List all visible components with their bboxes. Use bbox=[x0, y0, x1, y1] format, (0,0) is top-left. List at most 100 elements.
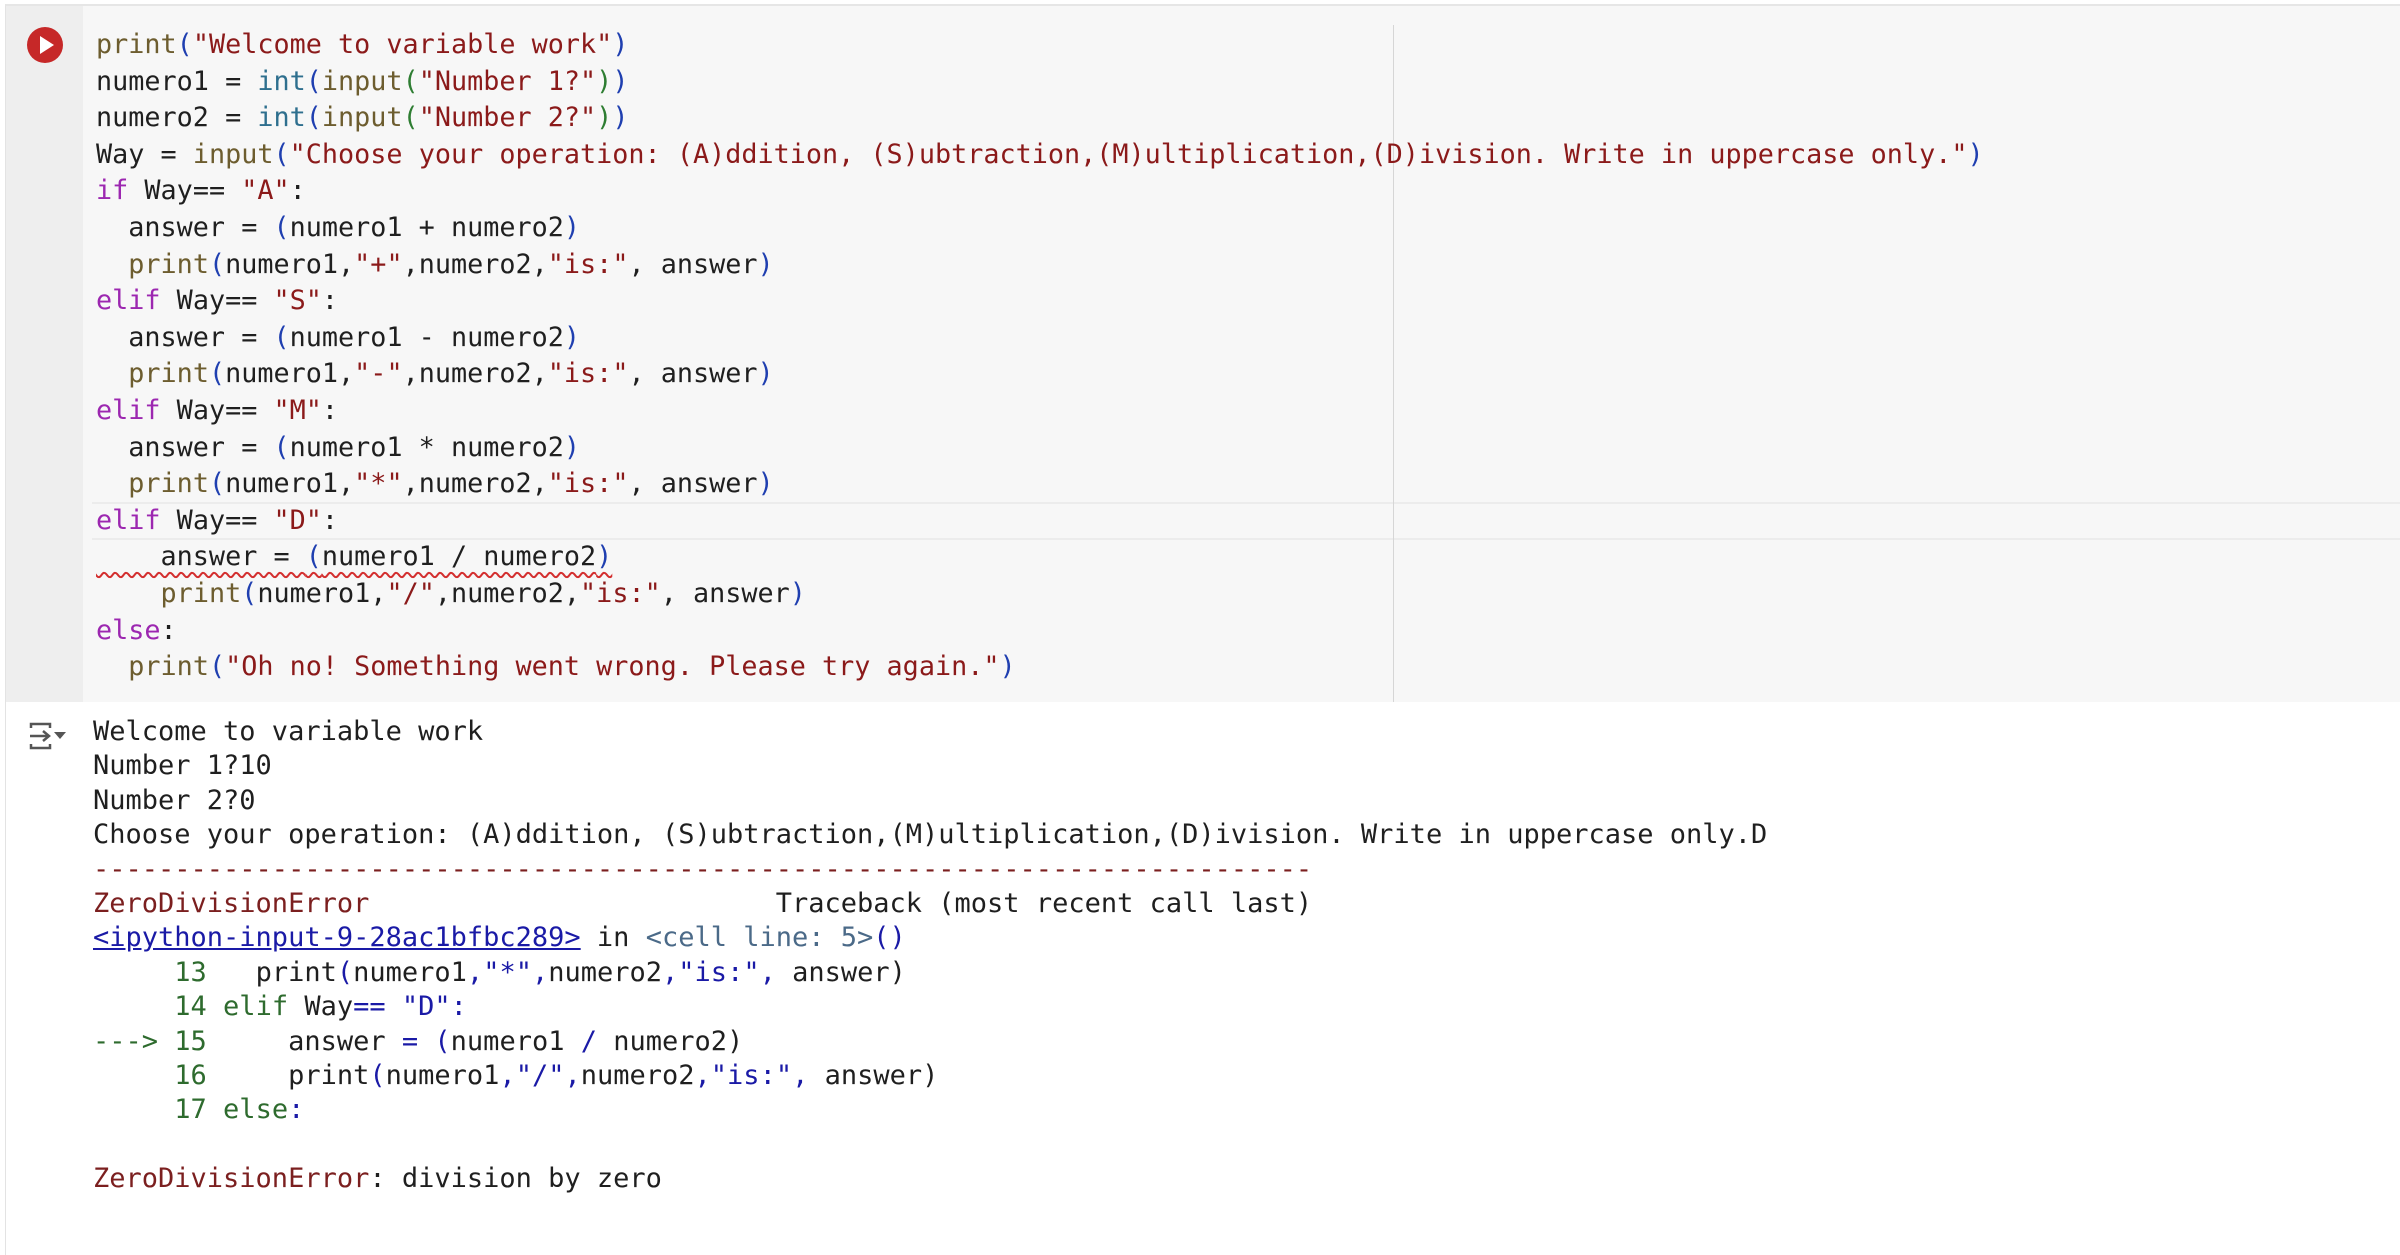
blank-line bbox=[93, 1128, 1767, 1162]
traceback-title: Traceback (most recent call last) bbox=[369, 887, 1313, 919]
token-bracket: ) bbox=[999, 651, 1016, 683]
token-text: : bbox=[321, 285, 339, 317]
token-text: numero1 + numero2 bbox=[289, 211, 564, 243]
token-bracket: ( bbox=[273, 431, 290, 463]
stdout-line: Welcome to variable work bbox=[93, 716, 484, 747]
token-string: "*" bbox=[483, 956, 532, 988]
traceback-line-17: 17 else: bbox=[93, 1093, 1767, 1127]
parens: () bbox=[873, 922, 906, 954]
token-text: : bbox=[321, 504, 339, 536]
token-text: numero1 - numero2 bbox=[289, 321, 564, 353]
token-text: , answer bbox=[660, 577, 790, 609]
token-keyword: elif bbox=[96, 504, 161, 536]
token-string: "/" bbox=[515, 1059, 565, 1091]
token-string: "is:" bbox=[547, 468, 629, 500]
token-text: answer = bbox=[96, 541, 306, 573]
token-text: numero1, bbox=[225, 468, 355, 500]
token-text: : bbox=[160, 614, 177, 646]
token-function: print bbox=[160, 577, 242, 609]
cell-line-ref: <cell line: 5> bbox=[645, 922, 874, 954]
token-comma: , bbox=[499, 1059, 516, 1091]
token-colon: : bbox=[450, 991, 467, 1023]
token-text: , answer bbox=[628, 248, 758, 280]
token-bracket: ) bbox=[596, 65, 613, 97]
ipython-input-link[interactable]: <ipython-input-9-28ac1bfbc289> bbox=[93, 922, 581, 954]
token-bracket: ( bbox=[369, 1059, 386, 1091]
code-line-7: print(numero1,"+",numero2,"is:", answer) bbox=[96, 247, 1984, 284]
indent bbox=[207, 1060, 288, 1091]
token-keyword: elif bbox=[96, 285, 161, 317]
token-bracket: ) bbox=[1967, 138, 1984, 170]
code-line-11: elif Way== "M": bbox=[96, 393, 1984, 430]
run-cell-button[interactable] bbox=[27, 27, 63, 63]
line-number: 17 bbox=[93, 1094, 207, 1126]
current-line-highlight bbox=[92, 502, 2400, 540]
code-line-8: elif Way== "S": bbox=[96, 283, 1984, 320]
output-collapse-icon[interactable] bbox=[28, 720, 70, 752]
token-text: numero1 bbox=[385, 1059, 500, 1091]
token-text: numero1 bbox=[450, 1025, 581, 1057]
token-string: "D" bbox=[273, 504, 322, 536]
token-bracket: ) bbox=[563, 321, 581, 353]
token-string: "is:" bbox=[547, 248, 629, 280]
token-bracket: ( bbox=[208, 651, 226, 683]
token-bracket: ) bbox=[757, 358, 774, 390]
traceback-line-15: ---> 15 answer = (numero1 / numero2) bbox=[93, 1025, 1767, 1059]
cell-gutter bbox=[6, 6, 83, 702]
code-cell-input[interactable]: print("Welcome to variable work")numero1… bbox=[6, 6, 2400, 704]
line-number: 14 bbox=[93, 991, 207, 1023]
code-line-9: answer = (numero1 - numero2) bbox=[96, 320, 1984, 357]
token-text: ,numero2, bbox=[402, 248, 548, 280]
token-operator: = bbox=[401, 1025, 419, 1057]
token-text: numero1, bbox=[225, 248, 355, 280]
token-bracket: ) bbox=[612, 29, 629, 60]
token-operator: / bbox=[580, 1025, 597, 1057]
line-number: 13 bbox=[93, 956, 207, 988]
token-string: "-" bbox=[354, 358, 403, 390]
token-text: numero1 / numero2 bbox=[321, 541, 597, 573]
code-line-5: if Way== "A": bbox=[96, 173, 1984, 210]
token-bracket: ( bbox=[208, 358, 226, 390]
token-function: print bbox=[96, 29, 177, 60]
code-line-12: answer = (numero1 * numero2) bbox=[96, 430, 1984, 467]
token-function: print bbox=[128, 248, 209, 280]
token-bracket: ) bbox=[596, 541, 613, 573]
token-text: numero2 = bbox=[96, 102, 258, 134]
token-text: numero1, bbox=[257, 577, 387, 609]
token-text: Way== bbox=[160, 394, 274, 426]
token-function: print bbox=[128, 651, 209, 683]
final-error-line: ZeroDivisionError: division by zero bbox=[93, 1162, 1767, 1196]
token-comma: , bbox=[662, 956, 679, 988]
token-keyword: elif bbox=[206, 991, 289, 1023]
token-bracket: ( bbox=[208, 468, 226, 500]
stdout-line: Number 2?0 bbox=[93, 784, 256, 816]
stdout-line: Number 1?10 bbox=[93, 750, 272, 782]
token-text: numero2) bbox=[596, 1025, 744, 1057]
code-cell: print("Welcome to variable work")numero1… bbox=[5, 4, 2400, 1255]
token-bracket: ( bbox=[402, 102, 419, 134]
token-comma: , bbox=[564, 1059, 581, 1091]
code-line-17: else: bbox=[96, 613, 1984, 650]
line-number: 16 bbox=[93, 1059, 207, 1091]
token-comma: , bbox=[792, 1059, 809, 1091]
token-string: "M" bbox=[273, 394, 322, 426]
token-text: answer) bbox=[808, 1059, 939, 1091]
error-name: ZeroDivisionError bbox=[93, 887, 370, 919]
error-arrow-line-number: ---> 15 bbox=[93, 1025, 207, 1057]
column-ruler bbox=[1393, 25, 1394, 704]
token-keyword: if bbox=[96, 175, 129, 207]
token-function: print bbox=[255, 956, 337, 988]
token-text: numero1, bbox=[225, 358, 355, 390]
token-bracket: ) bbox=[612, 102, 629, 134]
token-text: Way = bbox=[96, 138, 193, 170]
code-editor[interactable]: print("Welcome to variable work")numero1… bbox=[96, 27, 1984, 686]
token-keyword: elif bbox=[96, 394, 161, 426]
token-string: "is:" bbox=[678, 956, 760, 988]
token-text: Way== bbox=[160, 504, 274, 536]
token-function: print bbox=[128, 468, 209, 500]
token-bracket: ) bbox=[563, 211, 581, 243]
traceback-line-13: 13 print(numero1,"*",numero2,"is:", answ… bbox=[93, 956, 1767, 990]
token-bracket: ( bbox=[273, 211, 290, 243]
play-icon bbox=[40, 36, 54, 54]
